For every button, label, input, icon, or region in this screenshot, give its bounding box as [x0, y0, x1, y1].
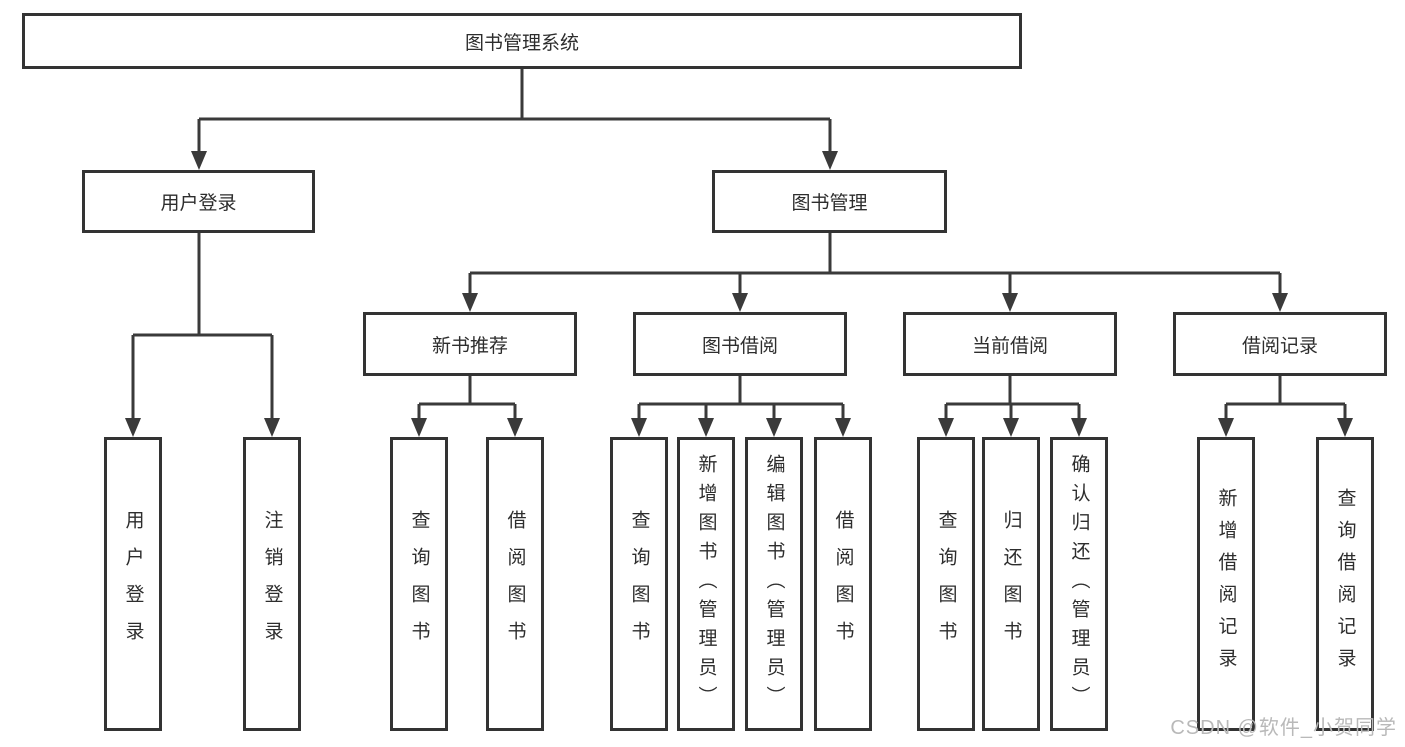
node-current-borrow: 当前借阅: [903, 312, 1117, 376]
leaf-query-books-current: 查询图书: [917, 437, 975, 731]
node-book-management: 图书管理: [712, 170, 947, 233]
connector-current-borrow-to-children: [938, 376, 1087, 437]
leaf-edit-book-admin: 编辑图书（管理员）: [745, 437, 803, 731]
connector-new-book-to-children: [411, 376, 523, 437]
leaf-add-borrow-record: 新增借阅记录: [1197, 437, 1255, 731]
leaf-borrow-books: 借阅图书: [814, 437, 872, 731]
csdn-watermark: CSDN @软件_小贺同学: [1170, 717, 1397, 739]
leaf-logout: 注销登录: [243, 437, 301, 731]
leaf-user-login: 用户登录: [104, 437, 162, 731]
leaf-return-book: 归还图书: [982, 437, 1040, 731]
leaf-query-borrow-record: 查询借阅记录: [1316, 437, 1374, 731]
node-root-library-system: 图书管理系统: [22, 13, 1022, 69]
connector-book-management-to-sections: [462, 233, 1288, 312]
node-book-borrow: 图书借阅: [633, 312, 847, 376]
leaf-borrow-books-recommend: 借阅图书: [486, 437, 544, 731]
leaf-add-book-admin: 新增图书（管理员）: [677, 437, 735, 731]
connector-borrow-records-to-children: [1218, 376, 1353, 437]
connector-user-login-to-children: [125, 233, 280, 437]
leaf-confirm-return-admin: 确认归还（管理员）: [1050, 437, 1108, 731]
node-user-login: 用户登录: [82, 170, 315, 233]
node-borrow-records: 借阅记录: [1173, 312, 1387, 376]
node-new-book-recommend: 新书推荐: [363, 312, 577, 376]
leaf-query-books-recommend: 查询图书: [390, 437, 448, 731]
connector-book-borrow-to-children: [631, 376, 851, 437]
leaf-query-books-borrow: 查询图书: [610, 437, 668, 731]
connector-root-to-branches: [191, 69, 838, 170]
